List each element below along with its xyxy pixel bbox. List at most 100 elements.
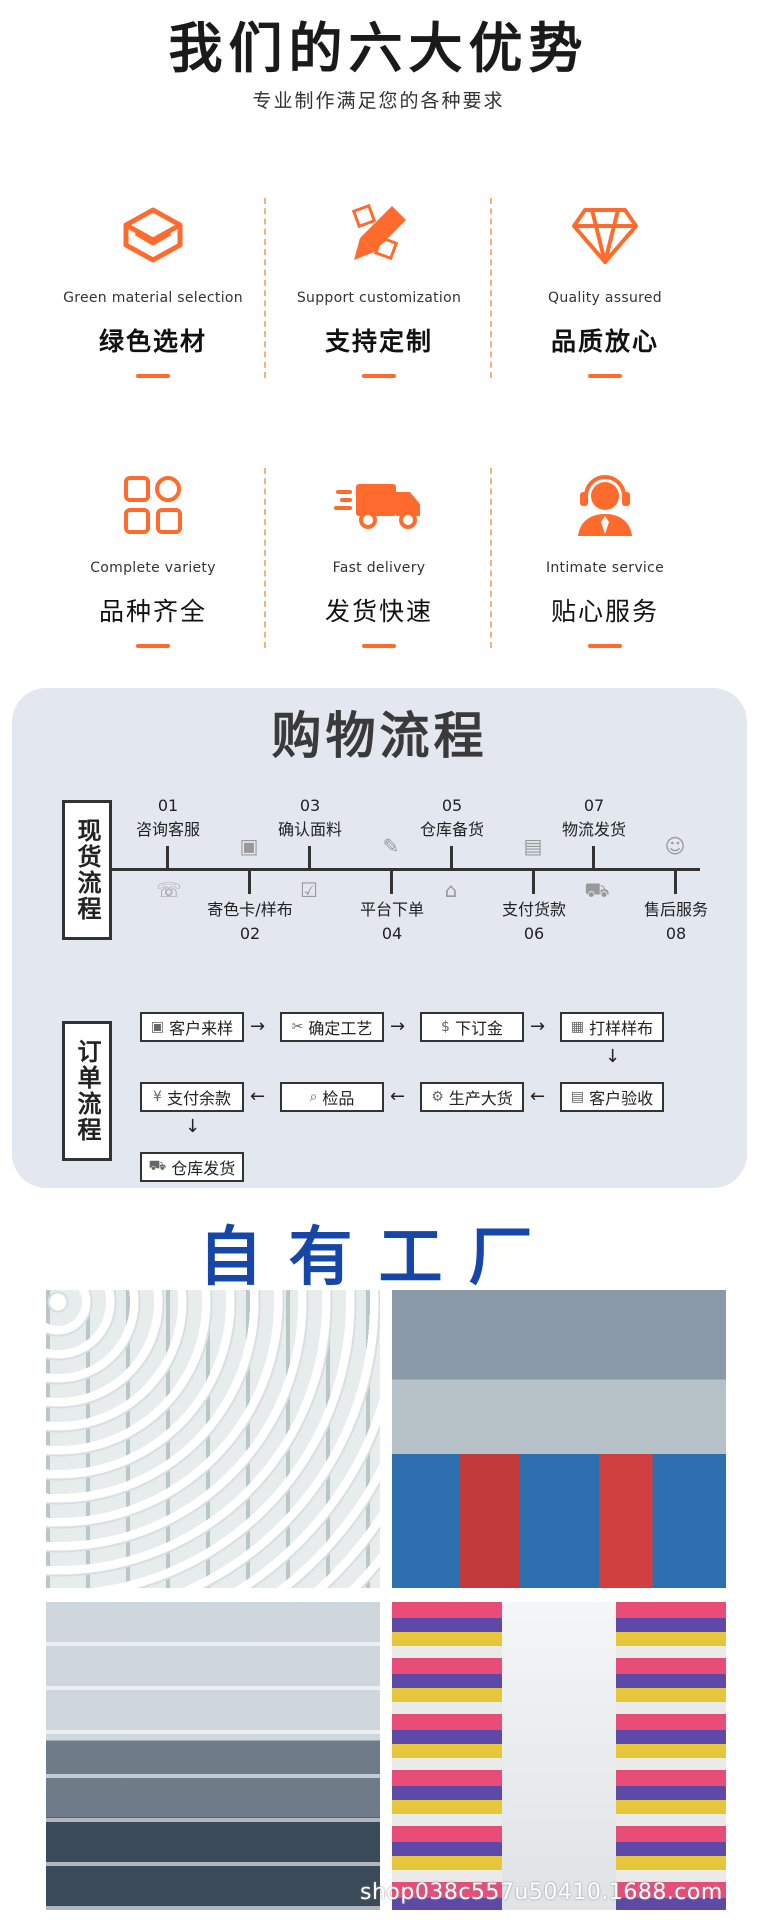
wallet-icon: ▤ <box>523 834 543 858</box>
step-label: 寄色卡/样布 <box>207 900 293 919</box>
step-label: 售后服务 <box>643 900 708 919</box>
document-check-icon: ☑ <box>300 878 318 902</box>
shopping-process-panel: 购物流程 现货流程 01 咨询客服 03 确认面料 05 仓库备货 07 物流发… <box>12 688 747 1188</box>
spot-step-3: 03 确认面料 <box>250 794 370 842</box>
truck-icon: ⛟ <box>148 1158 167 1174</box>
advantage-cn-label: 发货快速 <box>324 597 433 626</box>
spot-timeline <box>112 868 700 871</box>
advantage-card-variety: Complete variety 品种齐全 <box>40 460 266 650</box>
shop-watermark: shop038c557u50410.1688.com <box>360 1880 723 1905</box>
order-step-sample: ▣ 客户来样 <box>140 1012 244 1042</box>
step-number: 04 <box>381 924 403 943</box>
advantage-en-label: Support customization <box>296 290 462 306</box>
order-step-balance: ¥ 支付余款 <box>140 1082 244 1112</box>
step-label: 物流发货 <box>561 820 626 839</box>
accent-bar <box>136 644 170 648</box>
accent-bar <box>362 374 396 378</box>
advantage-en-label: Complete variety <box>90 560 216 576</box>
advantage-card-service: Intimate service 贴心服务 <box>492 460 718 650</box>
advantage-cn-label: 支持定制 <box>324 327 433 356</box>
scissors-icon: ✂ <box>291 1019 304 1035</box>
order-step-label: 打样样布 <box>589 1019 654 1038</box>
advantage-card-delivery: Fast delivery 发货快速 <box>266 460 492 650</box>
advantage-en-label: Intimate service <box>545 560 665 576</box>
headset-icon: ☏ <box>156 878 182 902</box>
advantages-row-2: Complete variety 品种齐全 Fast delivery 发货快速 <box>40 460 757 650</box>
order-step-deposit: $ 下订金 <box>420 1012 524 1042</box>
step-label: 仓库备货 <box>419 820 484 839</box>
order-step-label: 生产大货 <box>448 1089 513 1108</box>
step-number: 05 <box>441 796 463 815</box>
advantage-en-label: Green material selection <box>63 290 243 306</box>
order-step-label: 确定工艺 <box>308 1019 373 1038</box>
order-step-label: 下订金 <box>454 1019 503 1038</box>
advantage-card-green: Green material selection 绿色选材 <box>40 190 266 380</box>
yen-icon: ¥ <box>153 1089 162 1105</box>
order-step-production: ⚙ 生产大货 <box>420 1082 524 1112</box>
spot-step-4: 平台下单 04 <box>332 898 452 946</box>
step-label: 平台下单 <box>359 900 424 919</box>
order-process-text: 订单流程 <box>73 1039 101 1143</box>
advantage-cn-label: 绿色选材 <box>98 327 207 356</box>
headset-icon <box>578 475 632 536</box>
fabric-icon: ▦ <box>570 1019 585 1035</box>
timeline-tick <box>674 870 677 894</box>
advantage-cn-label: 贴心服务 <box>550 597 659 626</box>
advantage-cn-label: 品种齐全 <box>98 597 207 626</box>
step-label: 确认面料 <box>277 820 342 839</box>
spot-step-8: 售后服务 08 <box>616 898 736 946</box>
spot-process-label: 现货流程 <box>62 800 112 940</box>
order-step-acceptance: ▤ 客户验收 <box>560 1082 664 1112</box>
process-title: 购物流程 <box>271 707 488 765</box>
box-icon <box>123 207 183 263</box>
spot-step-2: 寄色卡/样布 02 <box>190 898 310 946</box>
warehouse-icon: ⌂ <box>444 878 458 902</box>
order-step-label: 支付余款 <box>166 1089 231 1108</box>
step-label: 支付货款 <box>501 900 566 919</box>
truck-icon <box>334 484 420 529</box>
order-step-process: ✂ 确定工艺 <box>280 1012 384 1042</box>
spot-step-1: 01 咨询客服 <box>108 794 228 842</box>
arrow-down-icon: ↓ <box>605 1046 621 1067</box>
money-bag-icon: $ <box>441 1019 450 1035</box>
step-number: 08 <box>665 924 687 943</box>
advantage-card-quality: Quality assured 品质放心 <box>492 190 718 380</box>
arrow-right-icon: → <box>390 1016 406 1037</box>
factory-photo-yarn-spools <box>46 1290 380 1588</box>
order-step-label: 客户验收 <box>589 1089 654 1108</box>
arrow-down-icon: ↓ <box>185 1116 201 1137</box>
accent-bar <box>136 374 170 378</box>
step-number: 06 <box>523 924 545 943</box>
package-icon: ▣ <box>239 834 259 858</box>
search-icon: ⌕ <box>309 1089 318 1105</box>
advantages-title: 我们的六大优势 <box>168 17 589 80</box>
order-step-label: 客户来样 <box>169 1019 234 1038</box>
spot-step-5: 05 仓库备货 <box>392 794 512 842</box>
arrow-left-icon: ← <box>390 1086 406 1107</box>
advantages-row-1: Green material selection 绿色选材 Support cu… <box>40 190 757 380</box>
order-step-label: 检品 <box>322 1089 355 1108</box>
spot-step-7: 07 物流发货 <box>534 794 654 842</box>
order-step-label: 仓库发货 <box>171 1159 236 1178</box>
truck-icon: ⛟ <box>584 878 610 902</box>
advantages-subtitle: 专业制作满足您的各种要求 <box>252 90 505 112</box>
order-step-shipping: ⛟ 仓库发货 <box>140 1152 244 1182</box>
arrow-left-icon: ← <box>250 1086 266 1107</box>
timeline-tick <box>450 846 453 870</box>
timeline-tick <box>248 870 251 894</box>
smile-icon: ☺ <box>664 834 686 858</box>
package-icon: ▣ <box>150 1019 165 1035</box>
accent-bar <box>362 644 396 648</box>
factory-photo-dyeing-machine <box>392 1290 726 1588</box>
order-process-label: 订单流程 <box>62 1021 112 1161</box>
timeline-tick <box>308 846 311 870</box>
arrow-right-icon: → <box>530 1016 546 1037</box>
advantage-en-label: Fast delivery <box>332 560 426 576</box>
grid-icon <box>124 476 182 534</box>
advantage-card-custom: Support customization 支持定制 <box>266 190 492 380</box>
step-label: 咨询客服 <box>135 820 200 839</box>
advantage-en-label: Quality assured <box>548 290 662 306</box>
order-form-icon: ✎ <box>382 834 400 858</box>
spot-step-6: 支付货款 06 <box>474 898 594 946</box>
timeline-tick <box>390 870 393 894</box>
